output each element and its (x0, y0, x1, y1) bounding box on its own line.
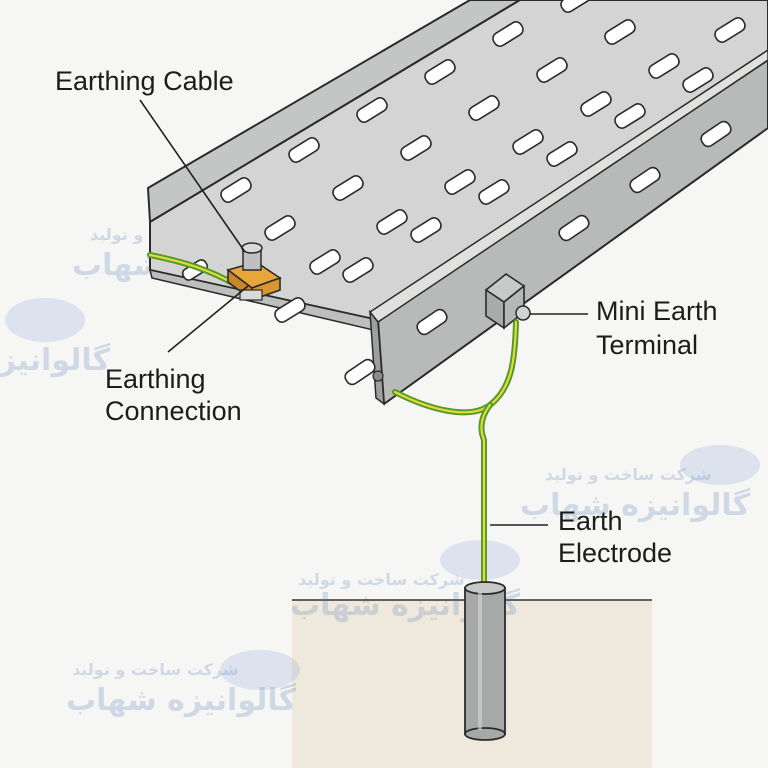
label-mini-earth-terminal-line1: Mini Earth (596, 296, 718, 326)
label-earthing-connection-line2: Connection (105, 396, 242, 426)
leader-earthing-cable (139, 99, 246, 253)
mini-earth-terminal (484, 273, 531, 330)
label-earth-electrode-line2: Electrode (558, 538, 672, 568)
watermark-company-5: شرکت ساخت و تولید (545, 465, 712, 484)
watermark-company-7: شرکت ساخت و تولید (72, 660, 239, 679)
label-earth-electrode-line1: Earth (558, 506, 623, 536)
label-mini-earth-terminal-line2: Terminal (596, 330, 698, 360)
watermark-brand-7: گالوانیزه شهاب (66, 682, 297, 718)
watermark-company-6: شرکت ساخت و تولید (298, 570, 465, 589)
earthing-connection-clamp (226, 242, 282, 302)
tray-bolt (372, 370, 384, 382)
tray-side-slots (344, 120, 732, 386)
earth-electrode-lead (478, 402, 493, 593)
cable-tray (147, 0, 768, 406)
tray-floor-slots (181, 0, 746, 323)
earth-electrode-rod (464, 581, 506, 741)
label-earthing-connection-line1: Earthing (105, 364, 206, 394)
watermark-brand-4: گالوانیزه شهاب (0, 342, 111, 378)
leader-earthing-connection (167, 285, 249, 353)
watermark-brand-5: گالوانیزه شهاب (520, 487, 751, 523)
label-earthing-cable: Earthing Cable (55, 66, 234, 96)
